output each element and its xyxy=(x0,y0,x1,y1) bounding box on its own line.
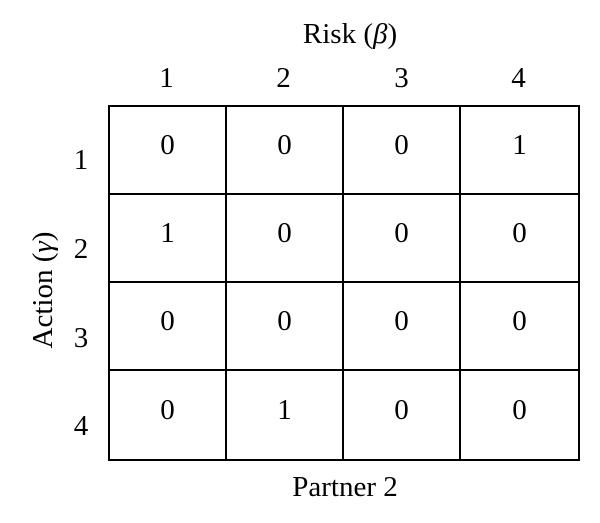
matrix-cell: 0 xyxy=(227,107,344,195)
matrix-cell: 1 xyxy=(110,195,227,283)
row-header: 4 xyxy=(73,410,89,442)
column-header: 1 xyxy=(159,62,174,94)
matrix-cell: 0 xyxy=(344,283,461,371)
row-header: 1 xyxy=(73,144,89,176)
matrix-cell: 0 xyxy=(227,195,344,283)
matrix-cell: 0 xyxy=(344,371,461,459)
matrix-cell: 0 xyxy=(512,393,527,426)
matrix-cell: 0 xyxy=(344,195,461,283)
matrix-cell: 0 xyxy=(461,283,578,371)
matrix-cell: 0 xyxy=(110,371,227,459)
column-header: 3 xyxy=(394,62,409,94)
matrix-cell: 0 xyxy=(110,283,227,371)
matrix-caption: Partner 2 xyxy=(292,471,398,503)
row-header: 3 xyxy=(73,322,89,354)
matrix-cell: 1 xyxy=(227,371,344,459)
row-header: 2 xyxy=(73,233,89,265)
row-axis-label: Action (γ) xyxy=(27,231,59,349)
column-header: 4 xyxy=(511,62,526,94)
column-header: 2 xyxy=(276,62,291,94)
matrix-cell: 1 xyxy=(461,107,578,195)
matrix-cell: 0 xyxy=(110,107,227,195)
matrix-grid: 0 0 0 1 1 0 0 0 0 0 0 0 0 1 0 0 xyxy=(108,105,580,461)
column-axis-label: Risk (β) xyxy=(302,18,398,50)
matrix-cell: 0 xyxy=(461,195,578,283)
matrix-cell: 0 xyxy=(344,107,461,195)
matrix-cell: 0 xyxy=(227,283,344,371)
